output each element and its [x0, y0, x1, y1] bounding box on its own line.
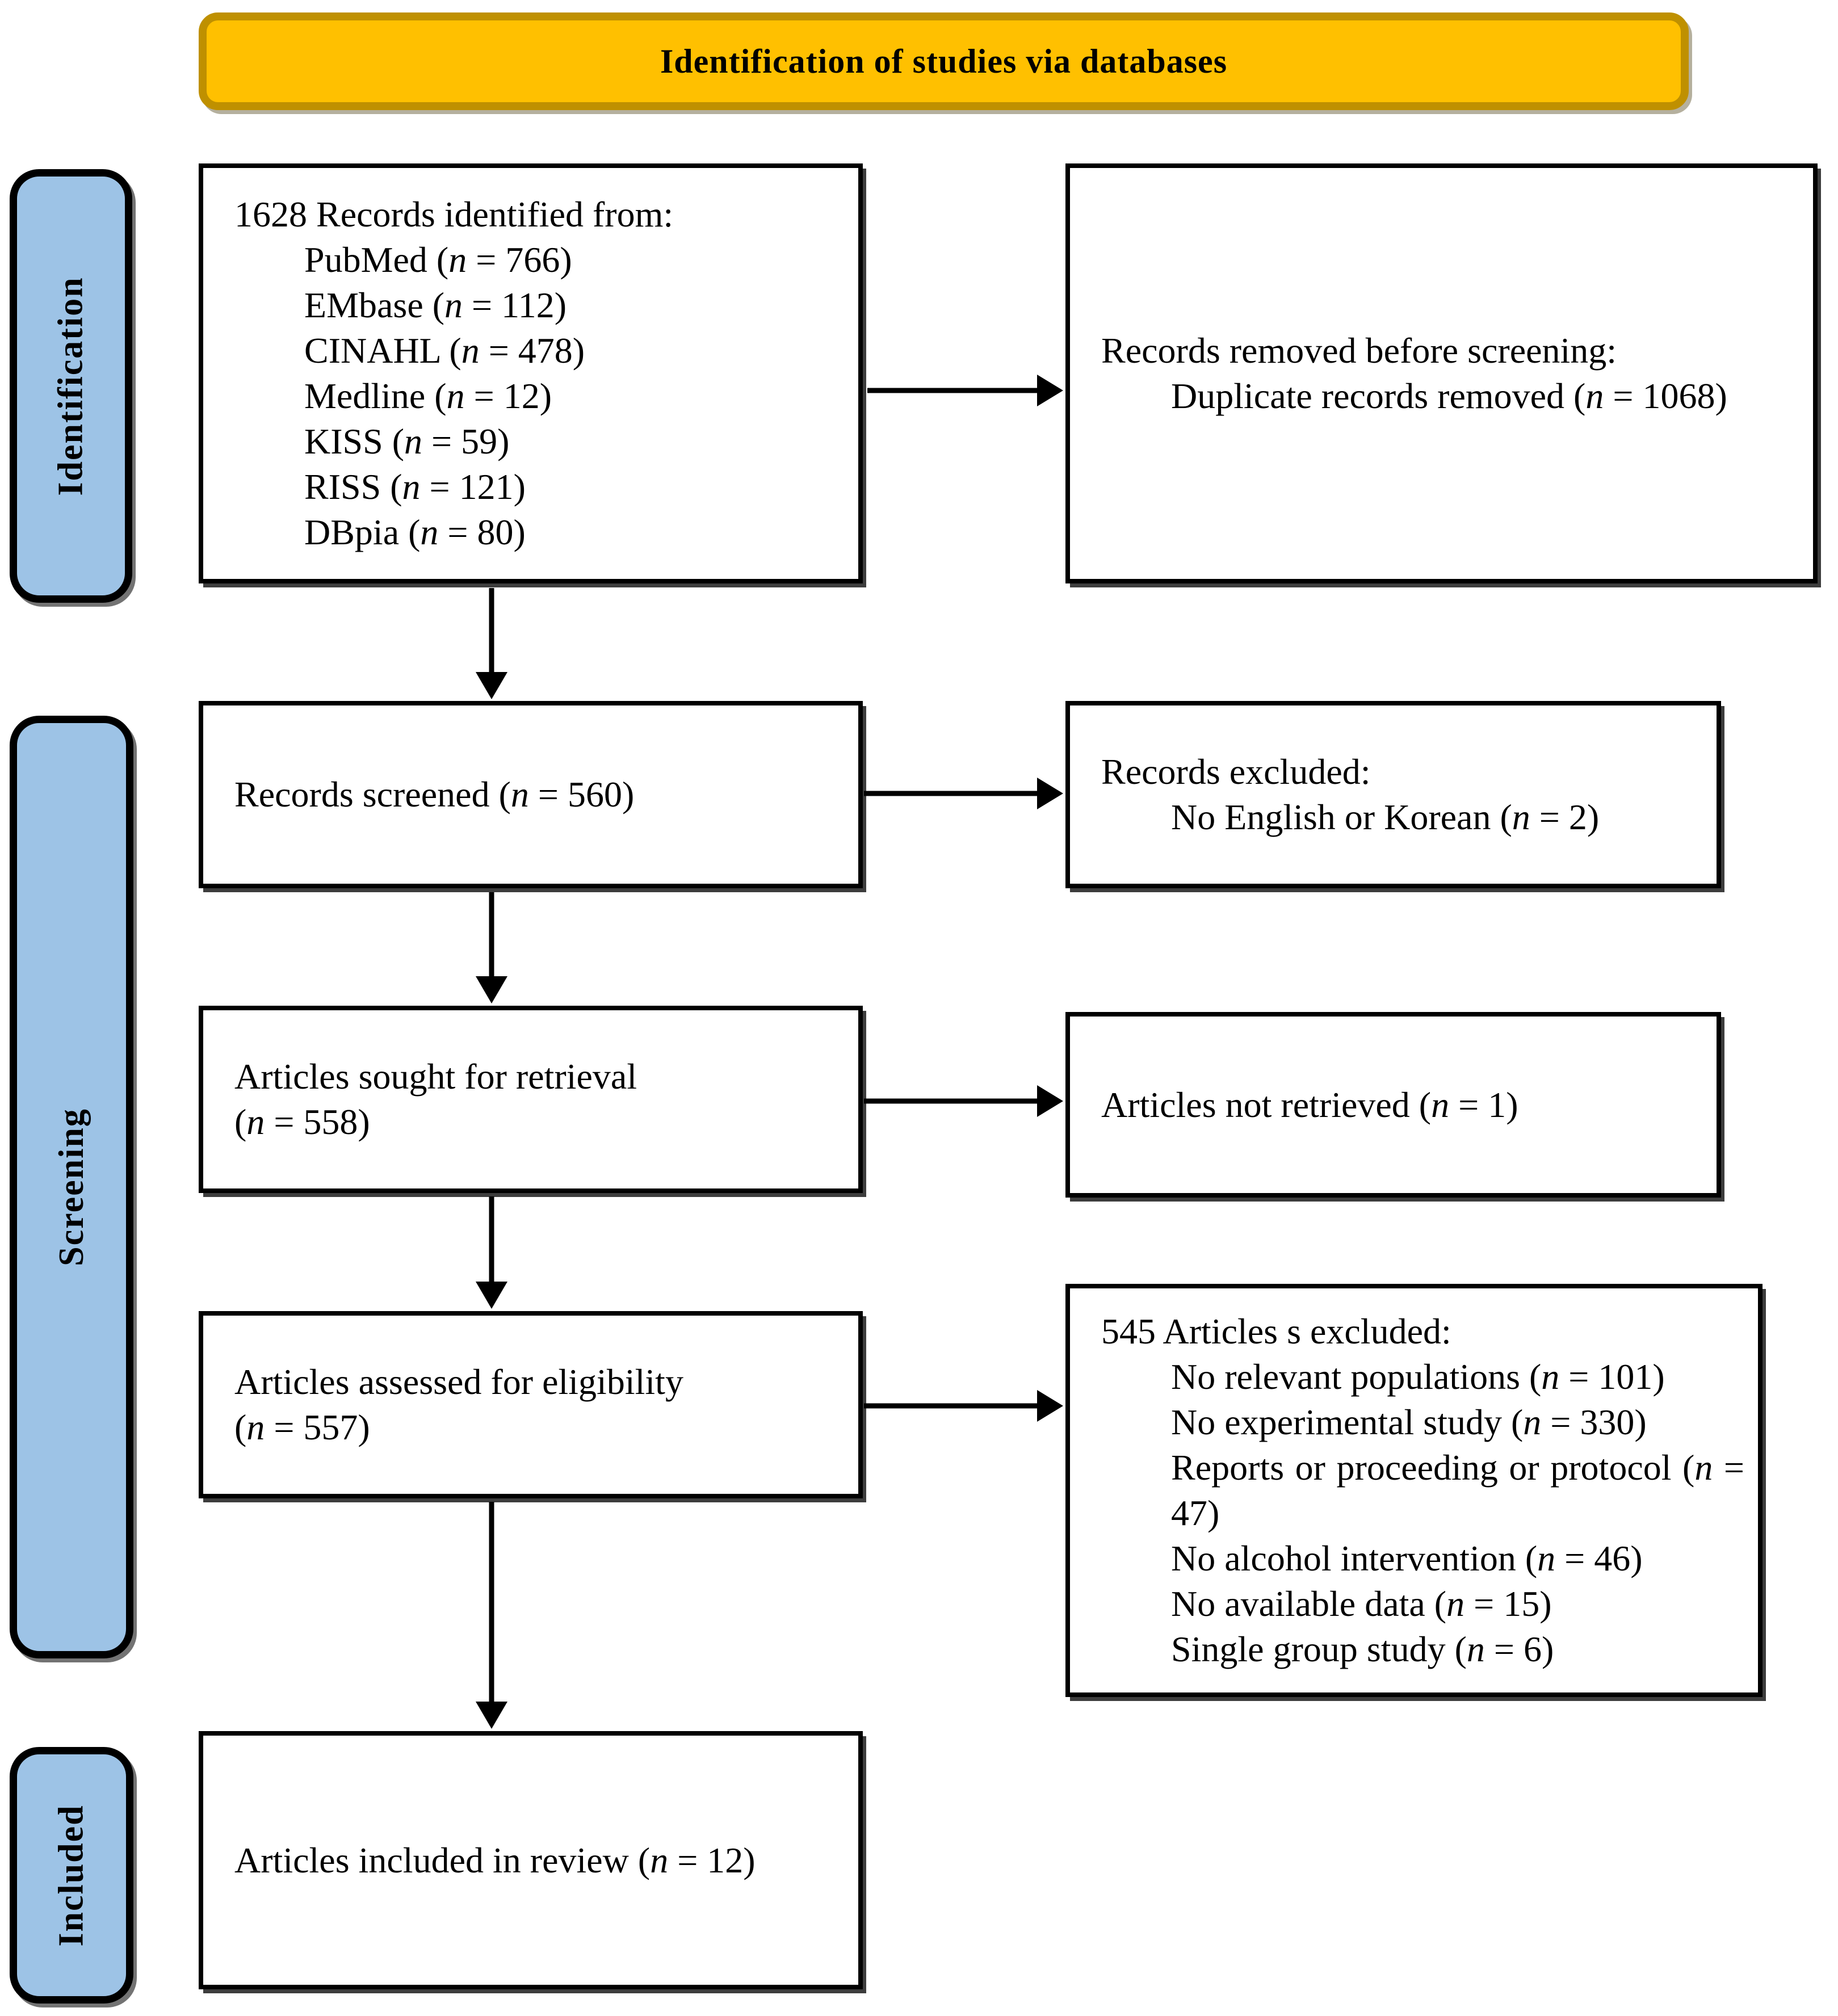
arrow-shaft — [489, 588, 494, 674]
arrow-down-identified-to-screened — [476, 588, 507, 699]
arrow-shaft — [489, 1196, 494, 1284]
stage-label-screening-text: Screening — [52, 1108, 91, 1266]
records-identified-item: Medline (n = 12) — [304, 376, 552, 416]
stage-label-screening: Screening — [10, 716, 133, 1658]
arrow-right-assessed-to-excluded — [864, 1390, 1063, 1422]
arrow-head-icon — [1037, 1085, 1063, 1117]
flow-box-records-excluded: Records excluded: No English or Korean (… — [1065, 701, 1721, 888]
articles-sought-line2: (n = 558) — [234, 1102, 370, 1142]
records-excluded-heading: Records excluded: — [1101, 751, 1371, 792]
records-identified-item: EMbase (n = 112) — [304, 285, 567, 325]
arrow-head-icon — [476, 672, 507, 699]
flow-box-articles-included: Articles included in review (n = 12) — [199, 1731, 863, 1989]
records-identified-item: KISS (n = 59) — [304, 421, 510, 461]
records-excluded-item: No English or Korean (n = 2) — [1171, 797, 1600, 837]
flow-box-articles-not-retrieved: Articles not retrieved (n = 1) — [1065, 1012, 1721, 1198]
stage-label-identification-text: Identification — [51, 276, 90, 496]
title-banner: Identification of studies via databases — [199, 12, 1689, 110]
flow-box-records-screened: Records screened (n = 560) — [199, 701, 863, 888]
arrow-down-assessed-to-included — [476, 1502, 507, 1729]
arrow-shaft — [864, 1098, 1039, 1104]
arrow-down-screened-to-sought — [476, 892, 507, 1003]
records-identified-item: DBpia (n = 80) — [304, 512, 526, 552]
articles-excluded-item: No alcohol intervention (n = 46) — [1171, 1538, 1643, 1578]
arrow-shaft — [867, 388, 1039, 393]
articles-excluded-heading: 545 Articles s excluded: — [1101, 1311, 1451, 1351]
arrow-head-icon — [476, 1702, 507, 1729]
records-identified-item: RISS (n = 121) — [304, 467, 526, 507]
arrow-right-sought-to-not-retrieved — [864, 1085, 1063, 1117]
records-screened-text: Records screened (n = 560) — [234, 774, 635, 814]
articles-assessed-line2: (n = 557) — [234, 1407, 370, 1447]
articles-excluded-item: No relevant populations (n = 101) — [1171, 1356, 1665, 1397]
articles-not-retrieved-text: Articles not retrieved (n = 1) — [1101, 1084, 1518, 1125]
flow-box-articles-sought: Articles sought for retrieval (n = 558) — [199, 1006, 863, 1193]
articles-sought-line1: Articles sought for retrieval — [234, 1056, 637, 1097]
articles-assessed-line1: Articles assessed for eligibility — [234, 1362, 683, 1402]
records-identified-heading: 1628 Records identified from: — [234, 194, 674, 234]
articles-excluded-item: Single group study (n = 6) — [1171, 1629, 1554, 1669]
arrow-head-icon — [476, 976, 507, 1003]
flow-box-records-identified: 1628 Records identified from: PubMed (n … — [199, 163, 863, 583]
arrow-shaft — [864, 1403, 1039, 1409]
flow-box-records-removed: Records removed before screening: Duplic… — [1065, 163, 1818, 583]
arrow-right-identified-to-removed — [867, 375, 1063, 406]
arrow-head-icon — [476, 1282, 507, 1309]
stage-label-included: Included — [10, 1747, 133, 2004]
flow-box-articles-excluded: 545 Articles s excluded: No relevant pop… — [1065, 1284, 1763, 1697]
stage-label-identification: Identification — [10, 169, 132, 603]
banner-title: Identification of studies via databases — [660, 42, 1228, 80]
records-removed-heading: Records removed before screening: — [1101, 330, 1617, 371]
articles-excluded-item: No experimental study (n = 330) — [1171, 1402, 1647, 1442]
articles-excluded-item: No available data (n = 15) — [1171, 1584, 1552, 1624]
arrow-head-icon — [1037, 1390, 1063, 1422]
arrow-shaft — [489, 892, 494, 978]
arrow-shaft — [489, 1502, 494, 1704]
records-identified-item: CINAHL (n = 478) — [304, 330, 585, 371]
articles-excluded-item: Reports or proceeding or protocol (n = 4… — [1171, 1447, 1744, 1533]
arrow-head-icon — [1037, 375, 1063, 406]
arrow-right-screened-to-excluded — [864, 778, 1063, 809]
arrow-shaft — [864, 791, 1039, 796]
records-identified-item: PubMed (n = 766) — [304, 240, 572, 280]
stage-label-included-text: Included — [52, 1804, 91, 1947]
arrow-head-icon — [1037, 778, 1063, 809]
arrow-down-sought-to-assessed — [476, 1196, 507, 1309]
articles-included-text: Articles included in review (n = 12) — [234, 1839, 756, 1880]
flow-box-articles-assessed: Articles assessed for eligibility (n = 5… — [199, 1311, 863, 1498]
records-removed-item: Duplicate records removed (n = 1068) — [1171, 376, 1727, 416]
